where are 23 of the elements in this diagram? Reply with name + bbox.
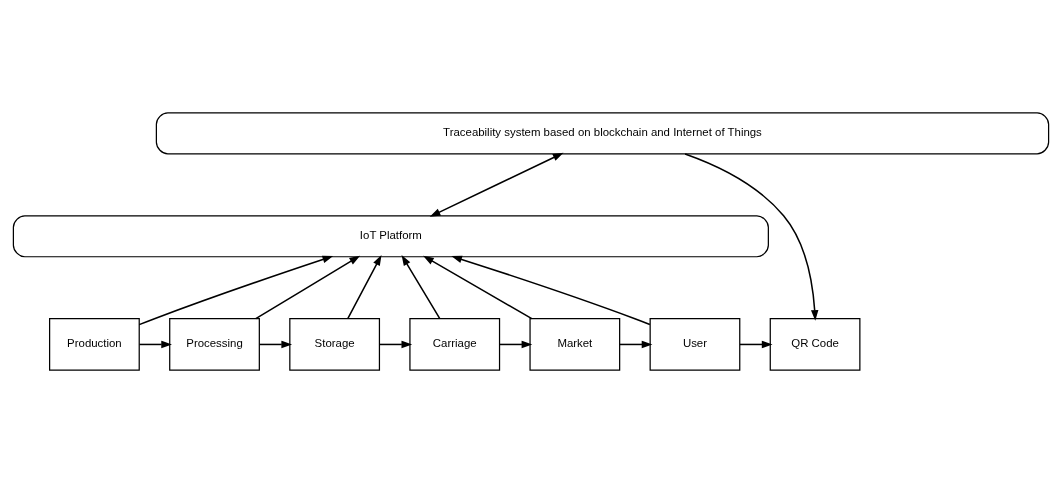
arrow [619,340,653,348]
arrow [255,255,361,319]
arrow [423,255,533,319]
arrow [429,152,564,217]
node-box: QR Code [769,317,861,371]
arrow [684,152,819,321]
arrow [138,340,172,348]
node-box: IoT Platform [12,214,769,257]
node-box: Processing [169,317,260,371]
arrow [401,254,441,319]
arrow [739,340,773,348]
arrow [499,340,533,348]
arrow [378,340,413,348]
node-box: User [649,317,741,371]
arrow [138,255,334,325]
arrow [451,255,651,325]
node-box: Production [49,317,140,371]
node-box: Storage [289,317,381,371]
node-box: Market [529,317,621,371]
node-box: Traceability system based on blockchain and Internet of Things [155,111,1050,154]
arrow [258,340,293,348]
node-box: Carriage [409,317,501,371]
arrow [347,254,382,319]
